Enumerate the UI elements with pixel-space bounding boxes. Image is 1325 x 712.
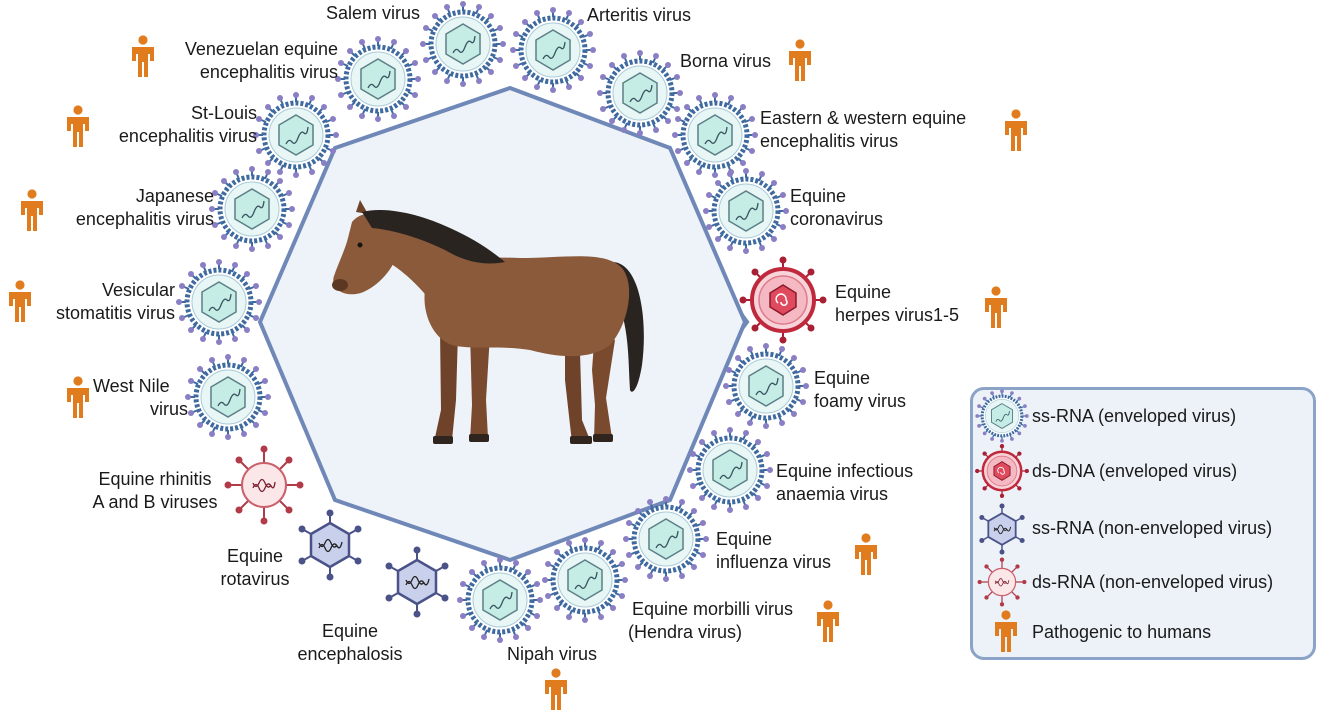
- label-line: encephalitis virus: [199, 62, 338, 82]
- label-line: Equine morbilli virus: [631, 599, 794, 619]
- label-line: herpes virus1-5: [835, 305, 960, 325]
- human-icon: [789, 39, 811, 81]
- label-equine-rhinitis-viruses: Equine rhinitis A and B viruses: [80, 468, 230, 514]
- horse-illustration: [332, 200, 644, 444]
- japanese-encephalitis-virus-icon: [209, 166, 295, 252]
- label-line: stomatitis virus: [55, 303, 175, 323]
- label-line: A and B viruses: [92, 492, 218, 512]
- label-borna-virus: Borna virus: [680, 51, 772, 71]
- label-equine-influenza-virus: Equine influenza virus: [716, 528, 831, 574]
- human-icon: [9, 280, 31, 322]
- label-line: Equine: [835, 282, 892, 302]
- venezuelan-equine-encephalitis-virus-icon: [335, 36, 421, 122]
- label-line: encephalitis virus: [75, 209, 214, 229]
- label-line: virus: [150, 399, 189, 419]
- label-line: coronavirus: [790, 209, 884, 229]
- legend-dsdna-enveloped: ds-DNA (enveloped virus): [1032, 461, 1238, 481]
- equine-encephalosis-icon: [384, 545, 450, 619]
- label-line: Japanese: [135, 186, 214, 206]
- label-line: Eastern & western equine: [760, 108, 967, 128]
- label-equine-infectious-anaemia-virus: Equine infectious anaemia virus: [776, 460, 913, 506]
- nipah-virus-icon: [457, 557, 543, 643]
- label-line: Equine: [226, 546, 284, 566]
- equine-foamy-virus-icon: [723, 343, 809, 429]
- legend-dsrna-non-enveloped: ds-RNA (non-enveloped virus): [1032, 572, 1274, 592]
- legend-ssrna-non-enveloped: ss-RNA (non-enveloped virus): [1032, 518, 1273, 538]
- label-eastern-western-equine-encephalitis-virus: Eastern & western equine encephalitis vi…: [760, 107, 966, 153]
- human-icon: [1005, 109, 1027, 151]
- label-salem-virus: Salem virus: [325, 3, 420, 23]
- label-line: West Nile: [93, 376, 170, 396]
- equine-infectious-anaemia-virus-icon: [687, 427, 773, 513]
- label-equine-herpes-virus: Equine herpes virus1-5: [835, 281, 959, 327]
- label-st-louis-encephalitis-virus: St-Louis encephalitis virus: [80, 102, 257, 148]
- label-arteritis-virus: Arteritis virus: [587, 5, 692, 25]
- label-line: St-Louis: [190, 103, 257, 123]
- equine-influenza-virus-icon: [623, 496, 709, 582]
- st-louis-encephalitis-virus-icon: [253, 92, 339, 178]
- label-line: Equine infectious: [776, 461, 914, 481]
- label-nipah-virus: Nipah virus: [506, 644, 598, 664]
- vesicular-stomatitis-virus-icon: [176, 259, 262, 345]
- label-line: encephalosis: [297, 644, 403, 664]
- label-line: (Hendra virus): [628, 622, 743, 642]
- borna-virus-icon: [597, 50, 683, 136]
- label-equine-encephalosis: Equine encephalosis: [285, 620, 415, 666]
- equine-rotavirus-icon: [297, 508, 363, 582]
- arteritis-virus-icon: [510, 7, 596, 93]
- label-line: Equine: [790, 186, 847, 206]
- human-icon: [985, 286, 1007, 328]
- label-line: foamy virus: [814, 391, 907, 411]
- human-icon: [817, 600, 839, 642]
- salem-virus-icon: [420, 1, 506, 87]
- label-equine-rotavirus: Equine rotavirus: [205, 545, 305, 591]
- label-equine-foamy-virus: Equine foamy virus: [814, 367, 906, 413]
- label-equine-coronavirus: Equine coronavirus: [790, 185, 883, 231]
- human-icon: [545, 668, 567, 710]
- label-line: influenza virus: [716, 552, 832, 572]
- label-line: encephalitis virus: [118, 126, 257, 146]
- label-venezuelan-equine-encephalitis-virus: Venezuelan equine encephalitis virus: [140, 38, 338, 84]
- label-line: anaemia virus: [776, 484, 889, 504]
- equine-coronavirus-icon: [703, 168, 789, 254]
- label-japanese-encephalitis-virus: Japanese encephalitis virus: [50, 185, 214, 231]
- label-line: Venezuelan equine: [184, 39, 338, 59]
- human-icon: [21, 189, 43, 231]
- label-line: encephalitis virus: [760, 131, 899, 151]
- label-west-nile-virus: West Nile virus: [93, 375, 188, 421]
- eastern-western-equine-encephalitis-virus-icon: [672, 92, 758, 178]
- human-icon: [855, 533, 877, 575]
- legend-ssrna-enveloped: ss-RNA (enveloped virus): [1032, 406, 1237, 426]
- legend-pathogenic-to-humans: Pathogenic to humans: [1032, 622, 1212, 642]
- label-equine-morbilli-virus: Equine morbilli virus (Hendra virus): [610, 598, 815, 644]
- label-line: Equine: [814, 368, 871, 388]
- label-line: Vesicular: [101, 280, 175, 300]
- equine-rhinitis-virus-icon: [223, 444, 305, 526]
- human-icon: [67, 376, 89, 418]
- label-line: Equine: [321, 621, 379, 641]
- label-line: Equine: [716, 529, 773, 549]
- label-vesicular-stomatitis-virus: Vesicular stomatitis virus: [30, 279, 175, 325]
- equine-herpes-virus-icon: [737, 254, 829, 346]
- west-nile-virus-icon: [185, 354, 271, 440]
- label-line: rotavirus: [220, 569, 290, 589]
- label-line: Equine rhinitis: [98, 469, 212, 489]
